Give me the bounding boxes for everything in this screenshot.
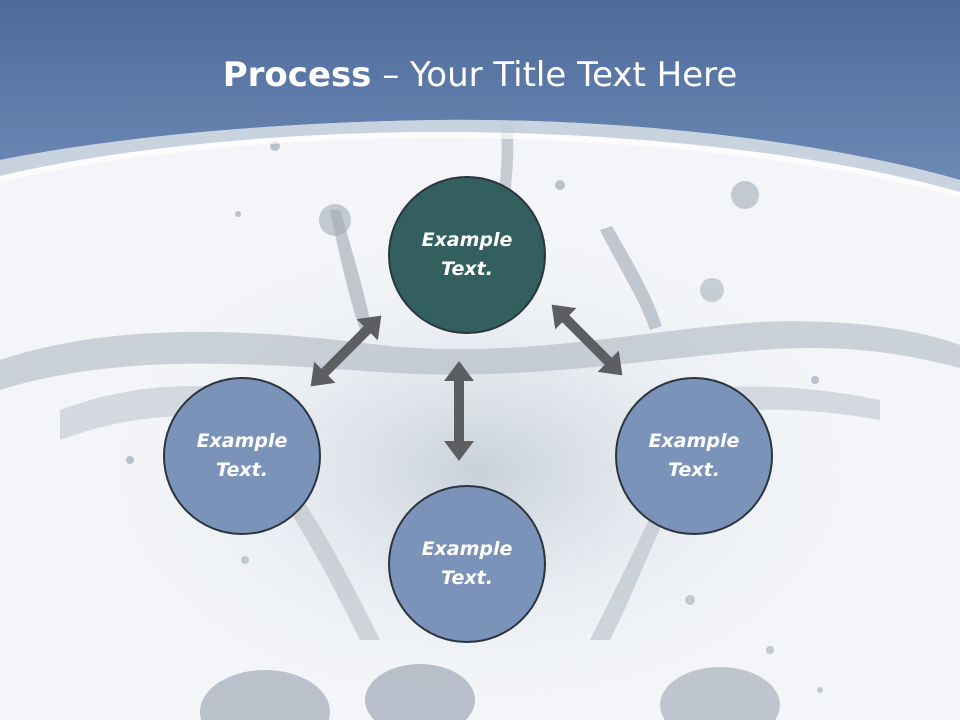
title-bold: Process bbox=[222, 55, 372, 95]
node-center: Example Text. bbox=[388, 176, 546, 334]
node-bottom: Example Text. bbox=[388, 485, 546, 643]
arrow-center-right bbox=[551, 304, 623, 376]
node-right-line2: Text. bbox=[668, 459, 720, 481]
node-center-line1: Example bbox=[421, 229, 513, 251]
node-left-line1: Example bbox=[196, 430, 288, 452]
node-bottom-line1: Example bbox=[421, 538, 513, 560]
node-right-line1: Example bbox=[648, 430, 740, 452]
node-left: Example Text. bbox=[163, 377, 321, 535]
arrow-center-left bbox=[310, 315, 382, 387]
slide-title: Process – Your Title Text Here bbox=[0, 50, 960, 100]
water-splash bbox=[0, 118, 960, 720]
header-swoosh bbox=[0, 119, 960, 192]
arrows bbox=[310, 304, 623, 461]
node-left-line2: Text. bbox=[216, 459, 268, 481]
node-center-line2: Text. bbox=[441, 258, 493, 280]
node-bottom-line2: Text. bbox=[441, 567, 493, 589]
header-band bbox=[0, 0, 960, 180]
node-right: Example Text. bbox=[615, 377, 773, 535]
arrow-center-bottom bbox=[444, 361, 474, 461]
title-rest: – Your Title Text Here bbox=[371, 55, 738, 95]
